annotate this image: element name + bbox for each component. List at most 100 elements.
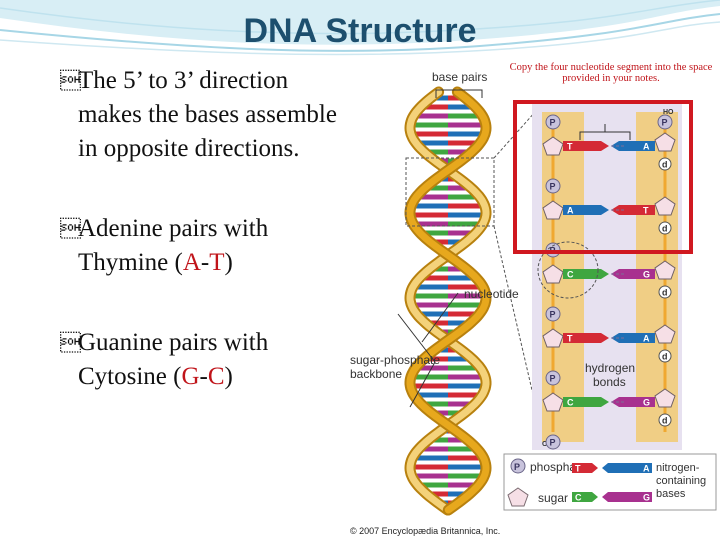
- top-decorative-band: [0, 0, 720, 56]
- zoom-box: [405, 157, 495, 227]
- hydrogen-label-line1: hydrogen: [585, 361, 635, 375]
- right-deoxy-marker: [658, 413, 672, 427]
- bullet-marker: : [60, 217, 81, 241]
- left-phosphate-symbol: P: [550, 374, 556, 384]
- bullet-adenine-thymine:  Adenine pairs with Thymine (A-T): [60, 212, 350, 280]
- left-phosphate: [545, 306, 561, 322]
- nucleotide-pointer: [421, 292, 459, 343]
- legend-bases: T A C G: [572, 463, 652, 503]
- legend-nitrogen-line3: bases: [656, 488, 686, 500]
- left-phosphate-symbol: P: [550, 182, 556, 192]
- left-sugar: [542, 328, 564, 348]
- legend-nitrogen-line1: nitrogen-: [656, 462, 700, 474]
- bullet-guanine-cytosine:  Guanine pairs with Cytosine (G-C): [60, 326, 350, 394]
- base-right: [611, 141, 655, 151]
- base-right-letter: G: [643, 270, 650, 280]
- base-right: [611, 205, 655, 215]
- base-left-letter: A: [567, 206, 574, 216]
- slide-title: DNA Structure: [243, 12, 477, 50]
- base-left: [563, 205, 609, 215]
- left-sugar: [542, 392, 564, 412]
- bullet-direction:  The 5’ to 3’ direction makes the bases…: [60, 64, 350, 166]
- legend-sugar-label: sugar: [538, 491, 568, 505]
- pair-dash: -: [199, 363, 208, 390]
- nucleotide-label: nucleotide: [464, 287, 519, 301]
- closing-paren: ): [224, 363, 233, 390]
- backbone-label-line2: backbone: [350, 367, 402, 381]
- backbone-pointer-1: [397, 313, 436, 363]
- left-phosphate: [545, 178, 561, 194]
- base-right-letter: A: [643, 142, 650, 152]
- hydrogen-label-line2: bonds: [593, 375, 626, 389]
- base-right-letter: A: [643, 334, 650, 344]
- bullet-at-text: Adenine pairs with Thymine (: [78, 215, 269, 276]
- right-sugar: [654, 132, 676, 152]
- right-sugar: [654, 324, 676, 344]
- backbone-pointer-2: [409, 361, 436, 408]
- left-phosphate-symbol: P: [550, 310, 556, 320]
- base-right-letter: G: [643, 398, 650, 408]
- left-phosphate: [545, 370, 561, 386]
- helix-backbone-strand-front-fill: [406, 88, 490, 514]
- copy-note: Copy the four nucleotide segment into th…: [509, 62, 713, 84]
- thymine-letter: T: [209, 249, 225, 276]
- backbone-label-line1: sugar-phosphate: [350, 353, 440, 367]
- right-sugar: [654, 388, 676, 408]
- left-phosphate: [545, 434, 561, 450]
- base-pairs-bracket: [435, 89, 483, 98]
- left-phosphate-symbol: P: [550, 438, 556, 448]
- nucleotide-ellipse: [537, 241, 599, 299]
- right-deoxy-marker-symbol: d: [662, 416, 668, 426]
- base-right: [611, 333, 655, 343]
- legend-nitrogen-line2: containing: [656, 475, 706, 487]
- left-phosphate-symbol: P: [550, 118, 556, 128]
- right-deoxy-marker-symbol: d: [662, 224, 668, 234]
- legend-phosphate-symbol: P: [514, 462, 520, 472]
- left-sugar: [542, 136, 564, 156]
- right-deoxy-marker-symbol: d: [662, 352, 668, 362]
- right-deoxy-marker-symbol: d: [662, 160, 668, 170]
- base-left-letter: T: [567, 334, 573, 344]
- ho-label: HO: [663, 109, 674, 116]
- dna-diagram: base pairs HO OH PdTAPdATPdCGPdTAPdCGPP …: [350, 70, 717, 536]
- right-sugar: [654, 260, 676, 280]
- right-deoxy-marker: [658, 157, 672, 171]
- guanine-letter: G: [181, 363, 200, 390]
- right-deoxy-marker: [658, 285, 672, 299]
- pair-dash: -: [200, 249, 210, 276]
- right-deoxy-marker: [658, 349, 672, 363]
- legend-base-left-letter: T: [575, 464, 581, 474]
- legend-sugar-icon: [507, 487, 529, 507]
- right-deoxy-marker: [658, 221, 672, 235]
- right-deoxy-marker-symbol: d: [662, 288, 668, 298]
- copyright-label: © 2007 Encyclopædia Britannica, Inc.: [350, 526, 500, 536]
- legend-phosphate-icon: [510, 458, 526, 474]
- legend-base-right-letter: G: [643, 493, 650, 503]
- bullet-direction-text: The 5’ to 3’ direction makes the bases a…: [78, 67, 337, 162]
- base-left: [563, 333, 609, 343]
- double-helix: [404, 86, 492, 516]
- legend-base-right-letter: A: [643, 464, 650, 474]
- legend-base-right: [602, 463, 652, 473]
- right-sugar: [654, 196, 676, 216]
- base-right: [611, 397, 655, 407]
- bullet-marker: : [60, 69, 81, 93]
- legend-base-right: [602, 492, 652, 502]
- left-phosphate: [545, 114, 561, 130]
- base-pairs-label: base pairs: [432, 70, 487, 84]
- base-left-letter: T: [567, 142, 573, 152]
- base-left-letter: C: [567, 398, 574, 408]
- highlight-box: [513, 100, 693, 254]
- legend-base-left-letter: C: [575, 493, 582, 503]
- left-sugar: [542, 200, 564, 220]
- closing-paren: ): [224, 249, 233, 276]
- base-right: [611, 269, 655, 279]
- left-sugar: [542, 264, 564, 284]
- base-left: [563, 141, 609, 151]
- right-phosphate: [657, 114, 673, 130]
- bullet-marker: : [60, 331, 81, 355]
- bullet-list:  The 5’ to 3’ direction makes the bases…: [60, 64, 350, 440]
- legend-base-left: [572, 492, 598, 502]
